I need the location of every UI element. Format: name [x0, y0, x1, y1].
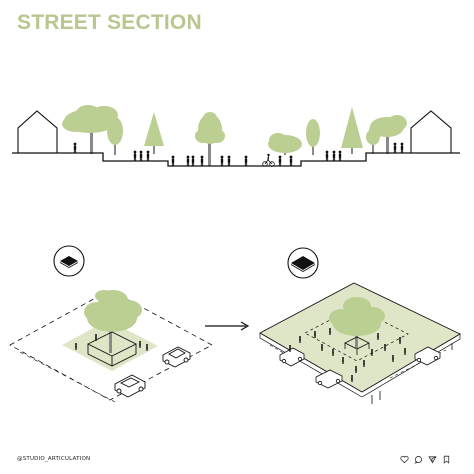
car-left-large — [279, 347, 305, 367]
street-section — [12, 105, 460, 167]
tree-left-large — [62, 105, 118, 154]
page-title: STREET SECTION — [17, 11, 202, 34]
tree-right-large — [369, 115, 407, 154]
car-right — [162, 346, 191, 368]
axo-tree-large — [329, 297, 385, 348]
axo-tree-small — [84, 290, 142, 353]
pavilion-frame — [86, 331, 138, 367]
section-trees — [62, 105, 407, 166]
tree-right-tall — [306, 119, 320, 155]
tree-center — [195, 112, 225, 166]
small-square-plan-icon — [53, 245, 85, 277]
small-square-axonometric — [9, 289, 213, 403]
studio-credit: @STUDIO_ARTICULATION — [17, 456, 91, 462]
right-arrow-icon — [205, 321, 250, 331]
tree-right-medium — [268, 133, 302, 155]
house-right — [410, 110, 452, 153]
cyclist-icon — [262, 153, 275, 167]
bookmark-icon[interactable] — [442, 455, 451, 464]
tree-left-tall — [107, 117, 123, 155]
pavilion-small — [344, 336, 370, 355]
car-front — [114, 374, 146, 398]
footer-icons — [400, 455, 451, 464]
car-front-large — [315, 369, 343, 389]
large-square-plan-icon — [287, 247, 319, 279]
comment-icon[interactable] — [414, 455, 423, 464]
share-icon[interactable] — [428, 455, 437, 464]
section-ground-line — [12, 152, 460, 167]
tree-right-conifer — [341, 107, 363, 154]
heart-icon[interactable] — [400, 455, 409, 464]
tree-left-conifer — [144, 112, 164, 154]
house-left — [17, 110, 58, 153]
large-square-axonometric — [259, 282, 461, 404]
car-right-large — [414, 346, 441, 366]
